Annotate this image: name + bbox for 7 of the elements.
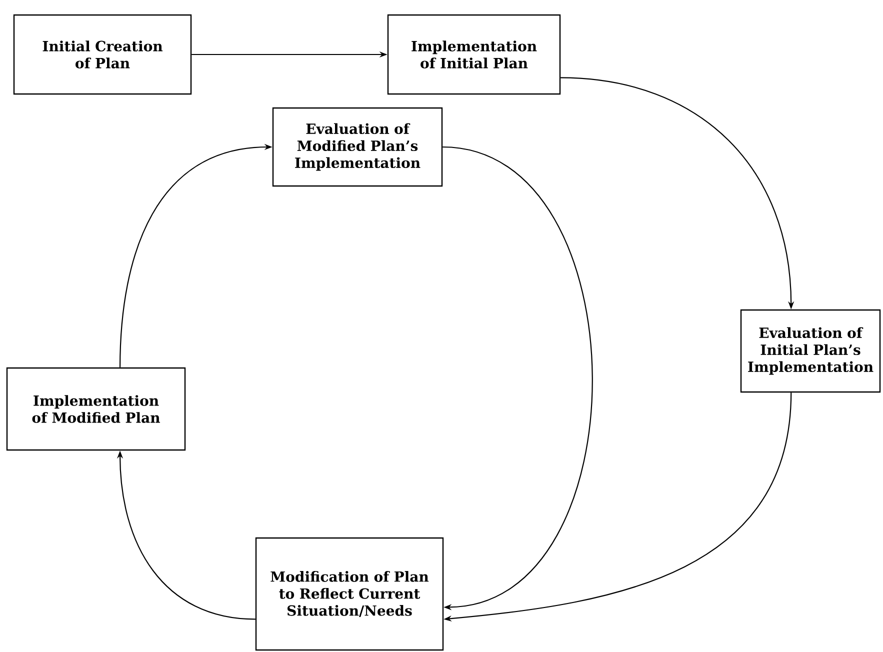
process-box: Evaluation of Initial Plan’s Implementation [740,309,881,393]
process-box: Implementation of Modified Plan [6,367,186,451]
process-box: Initial Creation of Plan [13,14,192,95]
process-box: Modification of Plan to Reflect Current Situation/Needs [255,537,444,651]
process-box: Implementation of Initial Plan [387,14,561,95]
arrow [442,146,593,610]
process-box: Evaluation of Modified Plan’s Implementation [272,107,443,187]
